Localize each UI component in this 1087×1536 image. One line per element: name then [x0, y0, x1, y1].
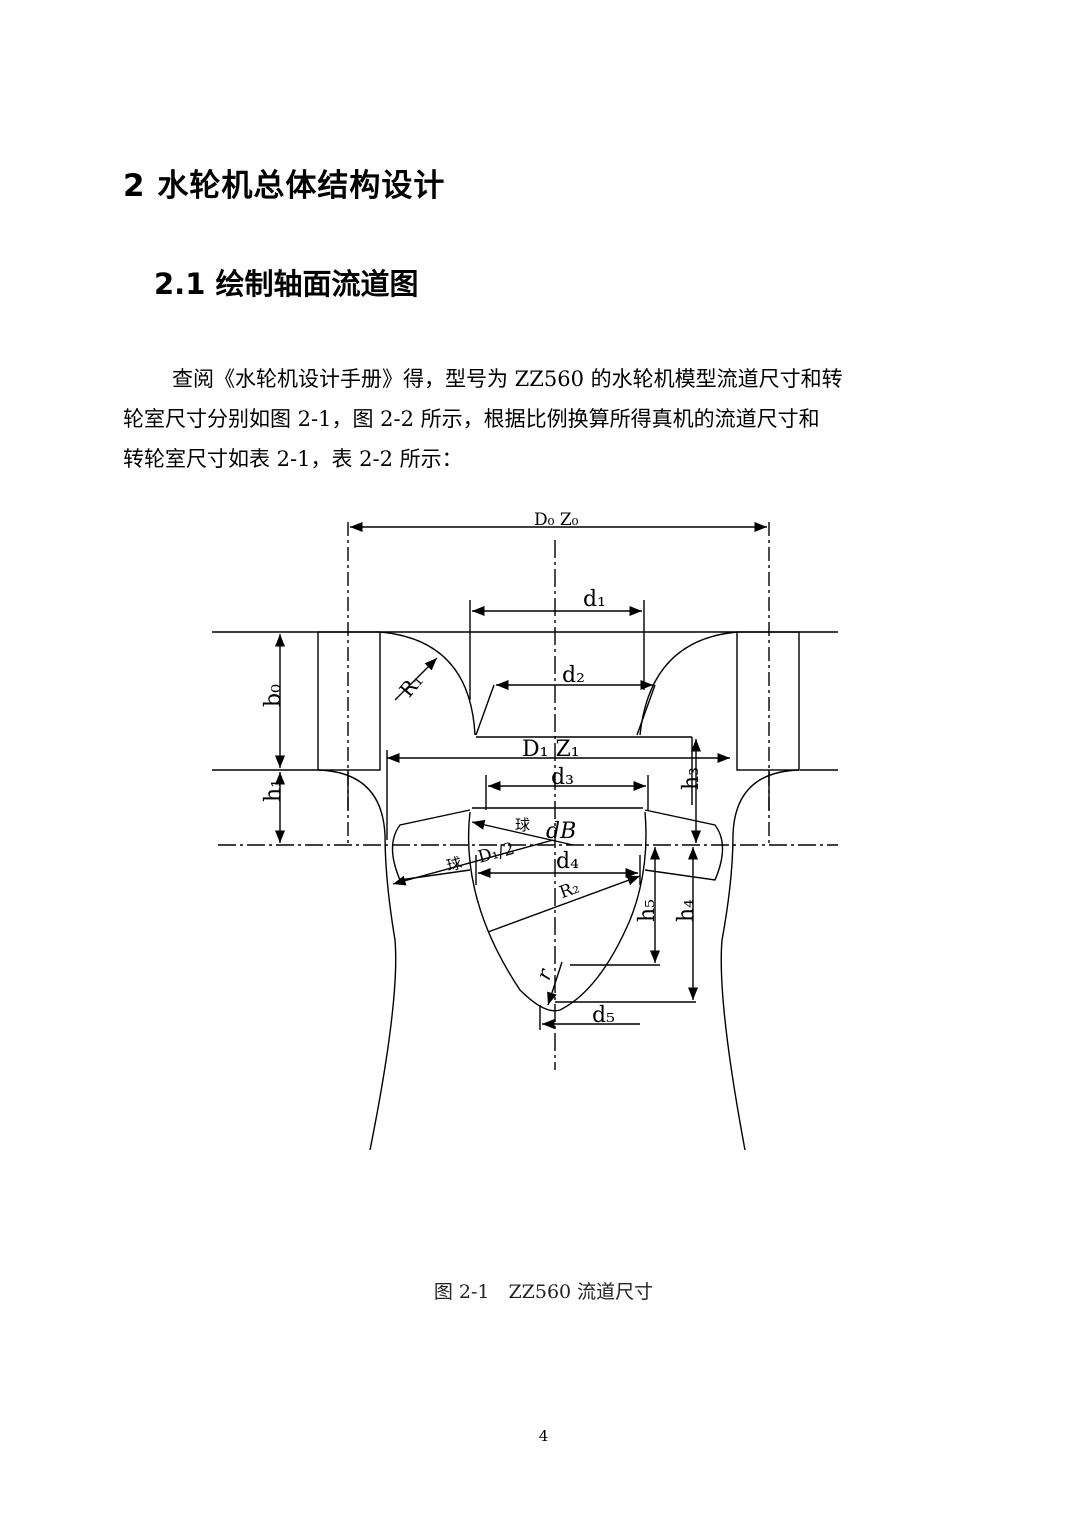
label-R1: R₁: [395, 669, 428, 702]
blade-right: [644, 809, 724, 881]
guide-vane-left: [317, 631, 381, 771]
paragraph-line: 查阅《水轮机设计手册》得，型号为 ZZ560 的水轮机模型流道尺寸和转: [172, 367, 843, 391]
label-d5: d₅: [592, 1003, 615, 1028]
flow-passage-figure: D₀ Z₀ d₁ R₁ b₀ d₂ D₁ Z₁ h₁ d₃ h₃ 球 dB 球 …: [0, 500, 1087, 1180]
right-upper-wall: [639, 631, 738, 736]
page-number: 4: [538, 1427, 549, 1445]
label-h4: h₄: [674, 899, 699, 922]
label-b0: b₀: [261, 684, 286, 707]
label-d3: d₃: [551, 765, 574, 790]
draft-tube-right-wall: [720, 769, 800, 1151]
flow-passage-drawing: D₀ Z₀ d₁ R₁ b₀ d₂ D₁ Z₁ h₁ d₃ h₃ 球 dB 球 …: [212, 510, 838, 1151]
label-h3: h₃: [679, 767, 704, 790]
paragraph-line: 轮室尺寸分别如图 2-1，图 2-2 所示，根据比例换算所得真机的流道尺寸和: [123, 407, 820, 431]
guide-vane-right: [736, 631, 800, 771]
chapter-title: 2 水轮机总体结构设计: [123, 168, 446, 204]
label-h5: h₅: [635, 899, 660, 922]
label-dB: dB: [546, 819, 576, 844]
label-D1-half: D₁/2: [476, 839, 517, 868]
section-title: 2.1 绘制轴面流道图: [154, 267, 419, 301]
label-sphere-2: 球: [445, 854, 464, 875]
paragraph-line: 转轮室尺寸如表 2-1，表 2-2 所示：: [123, 447, 463, 471]
label-D1Z1: D₁ Z₁: [522, 737, 580, 762]
label-d2: d₂: [562, 663, 585, 688]
runner-hub: [467, 811, 647, 1012]
label-sphere-1: 球: [515, 816, 530, 834]
label-r: r: [531, 965, 557, 984]
label-d4: d₄: [556, 849, 579, 874]
label-d1: d₁: [583, 587, 606, 612]
left-upper-wall: [379, 631, 476, 736]
draft-tube-left-wall: [317, 769, 397, 1151]
label-h1: h₁: [261, 779, 286, 802]
body-paragraph: 查阅《水轮机设计手册》得，型号为 ZZ560 的水轮机模型流道尺寸和转 轮室尺寸…: [123, 359, 943, 479]
label-D0Z0: D₀ Z₀: [534, 510, 579, 530]
figure-caption: 图 2-1 ZZ560 流道尺寸: [433, 1281, 654, 1303]
